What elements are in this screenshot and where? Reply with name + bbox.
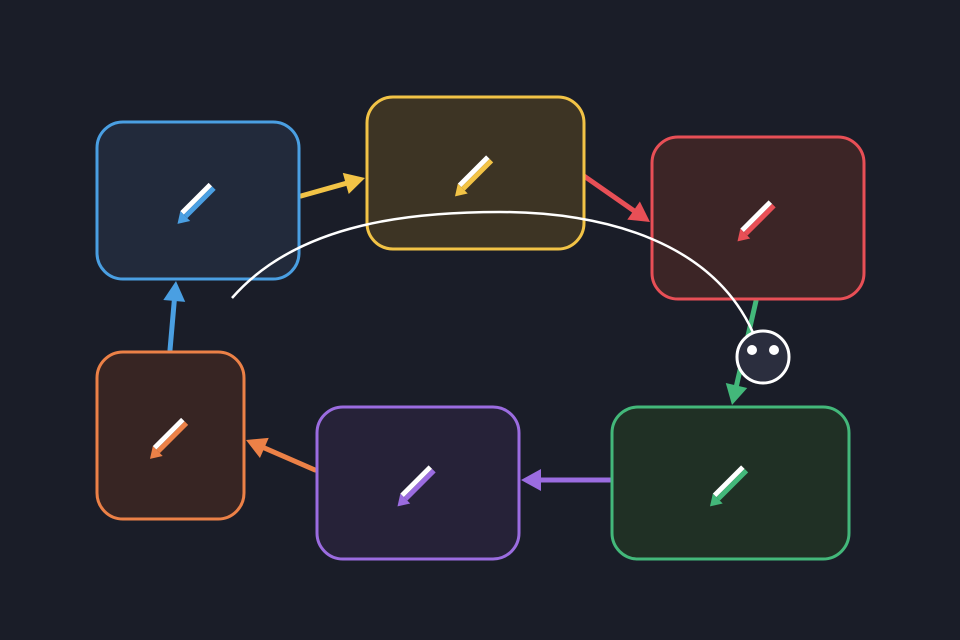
edge-purple-orange: [246, 437, 318, 473]
motion-trail: [231, 210, 760, 346]
node-green[interactable]: [610, 405, 851, 561]
face-icon[interactable]: [735, 329, 791, 385]
nodes-layer: [95, 95, 866, 561]
edge-yellow-red: [581, 173, 650, 222]
node-blue[interactable]: [95, 120, 301, 281]
pencil-icon: [709, 465, 749, 507]
pencil-icon: [177, 182, 216, 224]
edge-orange-blue: [163, 281, 186, 353]
pencil-icon: [149, 417, 189, 459]
node-orange[interactable]: [95, 350, 246, 521]
edge-blue-yellow: [298, 172, 365, 199]
edge-green-purple: [521, 469, 613, 491]
pencil-icon: [454, 155, 494, 197]
node-purple[interactable]: [315, 405, 521, 561]
node-red[interactable]: [650, 135, 866, 301]
node-yellow[interactable]: [365, 95, 586, 251]
pencil-icon: [737, 200, 776, 242]
pencil-icon: [397, 465, 436, 507]
